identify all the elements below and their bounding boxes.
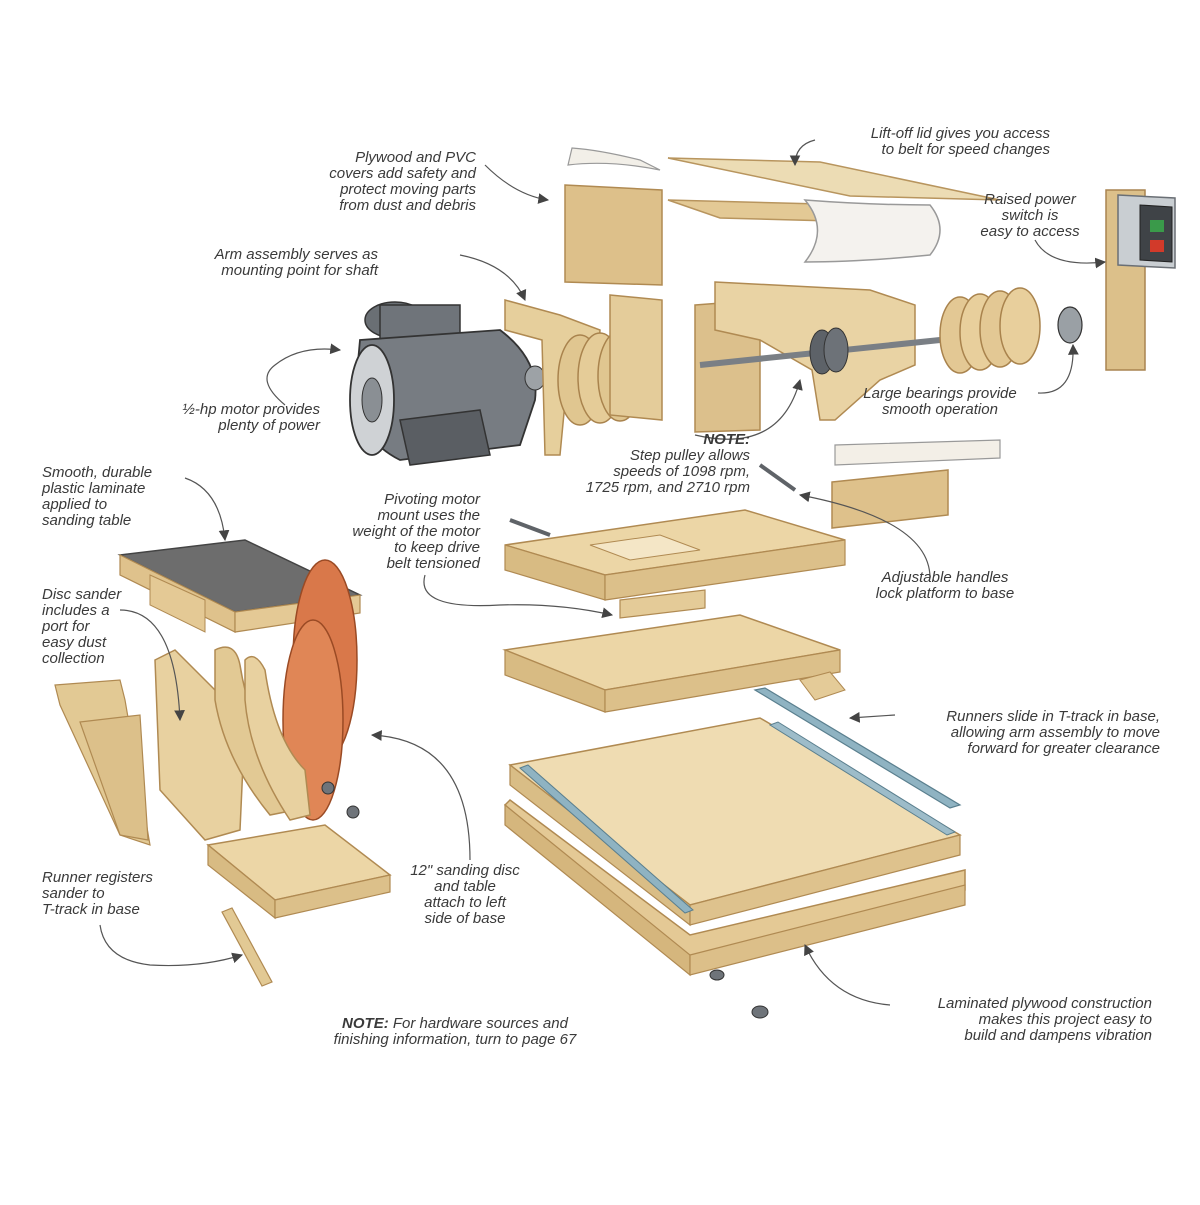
side-cover-panel	[564, 184, 663, 286]
adjustable-handle-left	[509, 518, 551, 537]
leader-lines	[99, 139, 1107, 1006]
shaft-assembly	[699, 287, 1083, 375]
t-track-runner	[753, 687, 962, 809]
disc-sander-frame	[54, 646, 311, 846]
stop-button-icon	[1150, 240, 1164, 252]
callout-runners: Runners slide in T-track in base, allowi…	[946, 708, 1160, 757]
start-button-icon	[1150, 220, 1164, 232]
callout-bearings: Large bearings provide smooth operation	[863, 385, 1017, 418]
callout-handles: Adjustable handles lock platform to base	[875, 569, 1015, 602]
lower-cover	[831, 439, 1001, 529]
adjustable-handle-right	[758, 463, 797, 492]
callout-laminated: Laminated plywood construction makes thi…	[937, 995, 1152, 1044]
power-switch-post	[1105, 189, 1176, 371]
callout-mount: Pivoting motor mount uses the weight of …	[352, 491, 480, 572]
runner-strip	[221, 907, 273, 987]
middle-platform	[502, 614, 846, 713]
callout-pulley: NOTE: Step pulley allows speeds of 1098 …	[585, 431, 750, 496]
callout-hardware: NOTE: For hardware sources and finishing…	[333, 1015, 577, 1048]
callout-runner: Runner registers sander to T-track in ba…	[42, 869, 153, 918]
disc-sander-base	[206, 781, 392, 987]
t-track-right	[768, 721, 957, 836]
runner	[799, 671, 846, 701]
callout-switch: Raised power switch is easy to access	[980, 191, 1080, 240]
arm-assembly	[504, 281, 916, 456]
callout-arm: Arm assembly serves as mounting point fo…	[214, 246, 378, 279]
callout-lid: Lift-off lid gives you access to belt fo…	[870, 125, 1050, 158]
callout-sandingdisc: 12" sanding disc and table attach to lef…	[410, 862, 520, 927]
callout-disc: Disc sander includes a port for easy dus…	[42, 586, 122, 667]
t-track-left	[519, 764, 694, 914]
bearing-icon	[1057, 306, 1083, 344]
callout-laminate: Smooth, durable plastic laminate applied…	[42, 464, 153, 529]
pvc-cover	[567, 147, 941, 263]
knob-icon	[321, 781, 335, 795]
knob-icon-2	[346, 805, 360, 819]
base-bottom	[503, 799, 966, 1019]
base-top	[508, 717, 962, 927]
callout-motor: ½-hp motor provides plenty of power	[182, 401, 320, 434]
foot-icon	[709, 969, 725, 981]
callout-covers: Plywood and PVC covers add safety and pr…	[329, 149, 476, 214]
foot-icon-2	[751, 1005, 769, 1019]
pivot-platform	[504, 463, 846, 619]
motor	[349, 301, 546, 466]
